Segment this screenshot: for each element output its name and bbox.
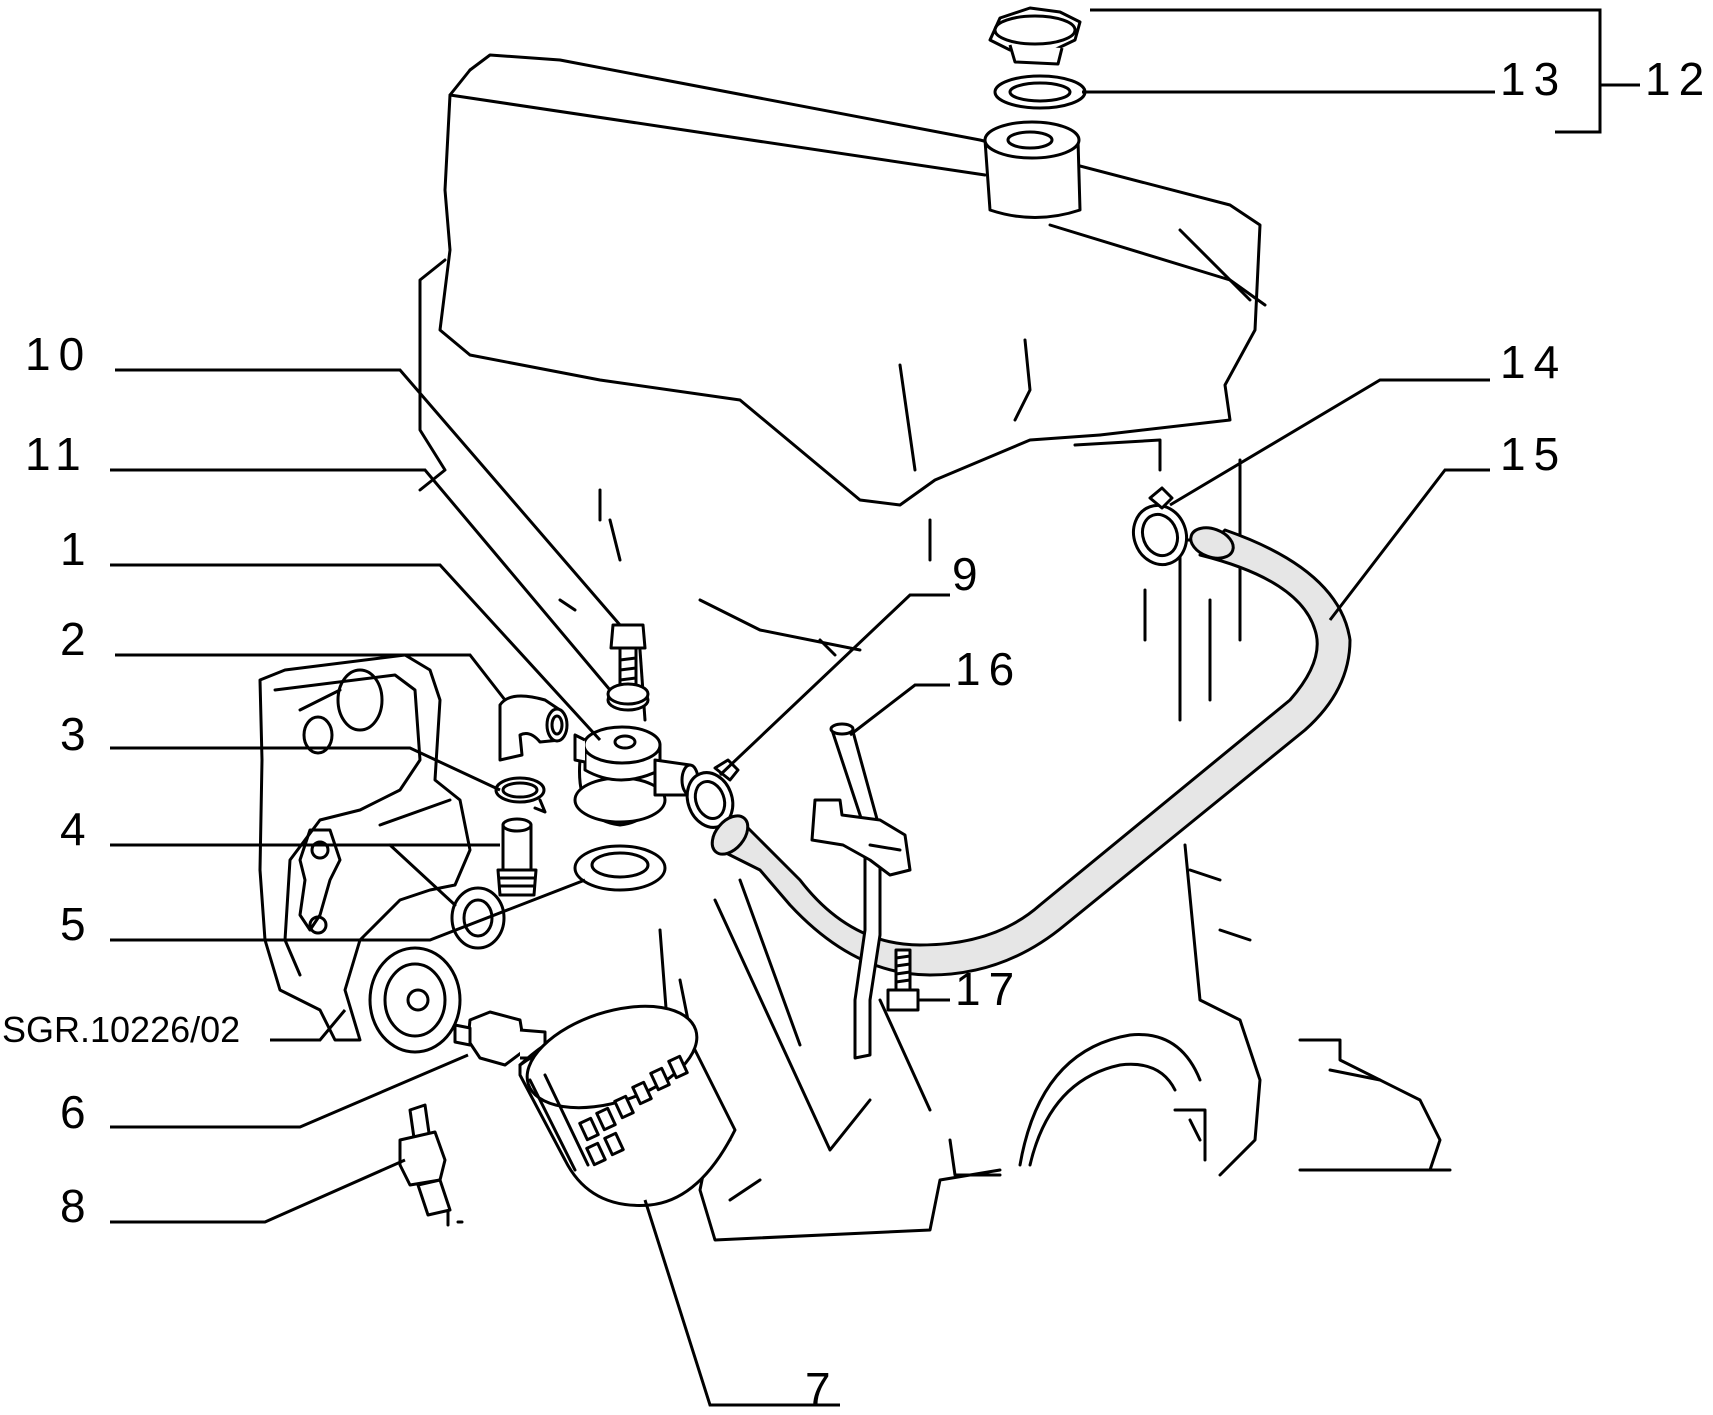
elbow-hose <box>498 694 569 762</box>
callout-3: 3 <box>60 708 94 760</box>
callout-9: 9 <box>952 548 986 600</box>
callout-16: 16 <box>955 643 1022 695</box>
hose-clamp-14 <box>1132 486 1188 567</box>
oil-filter <box>518 1004 737 1207</box>
bolt <box>609 623 647 688</box>
threaded-plug <box>453 1010 547 1067</box>
callout-2: 2 <box>60 613 94 665</box>
callout-10: 10 <box>25 328 92 380</box>
filler-cap <box>988 6 1082 66</box>
oil-pump-housing <box>258 653 506 1054</box>
callout-1: 1 <box>60 523 94 575</box>
callout-6: 6 <box>60 1086 94 1138</box>
oil-filler-neck <box>983 120 1082 219</box>
callout-14: 14 <box>1500 336 1567 388</box>
filler-cap-seal <box>993 74 1087 110</box>
callout-7: 7 <box>805 1363 839 1415</box>
screw <box>886 948 920 1012</box>
union-fitting <box>496 817 538 897</box>
callout-13: 13 <box>1500 53 1567 105</box>
washer <box>606 682 650 712</box>
callout-8: 8 <box>60 1180 94 1232</box>
callout-17: 17 <box>955 963 1022 1015</box>
leader-lines <box>110 8 1640 1407</box>
oil-filter-grip-ridges <box>578 1054 689 1167</box>
callout-labels: 1 2 3 4 5 6 7 8 9 10 11 12 13 14 15 16 1… <box>2 53 1712 1415</box>
hose-clamp-small <box>494 776 547 814</box>
engine-block-outline <box>418 53 1452 1242</box>
callout-12: 12 <box>1645 53 1712 105</box>
oil-pressure-switch <box>398 1103 464 1227</box>
thermostat-housing <box>573 725 700 827</box>
callout-5: 5 <box>60 898 94 950</box>
callout-11: 11 <box>25 428 89 480</box>
callout-15: 15 <box>1500 428 1567 480</box>
dipstick-tube <box>810 722 912 1060</box>
coolant-hose <box>710 526 1352 977</box>
gasket <box>573 844 667 892</box>
reference-code: SGR.10226/02 <box>2 1009 240 1050</box>
callout-4: 4 <box>60 803 94 855</box>
